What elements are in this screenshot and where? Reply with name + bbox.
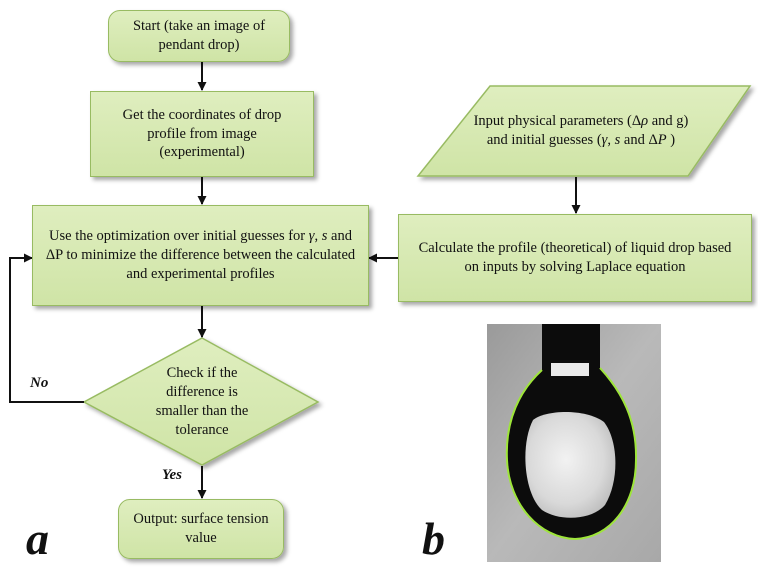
start-node-text: Start (take an image of pendant drop) (132, 18, 266, 53)
panel-label-b: b (422, 513, 445, 564)
decision-diamond-shape (82, 337, 320, 466)
input-parallelogram-shape (416, 85, 752, 177)
drop-profile-outline (505, 367, 638, 541)
decision-node: Check if the difference is smaller than … (146, 356, 258, 448)
no-edge-label: No (30, 375, 49, 391)
calculate-profile-node-text: Calculate the profile (theoretical) of l… (418, 240, 732, 275)
yes-edge-label: Yes (162, 467, 182, 483)
drop-light-region (525, 412, 616, 518)
start-node: Start (take an image of pendant drop) (108, 10, 290, 62)
needle-highlight (551, 363, 589, 376)
output-node: Output: surface tension value (118, 499, 284, 559)
optimization-node: Use the optimization over initial guesse… (32, 205, 369, 306)
arrow-no-loop-back (9, 253, 84, 403)
input-parameters-node: Input physical parameters (Δρ and g) and… (470, 94, 692, 168)
pendant-drop-photo (487, 324, 661, 562)
optimization-node-text: Use the optimization over initial guesse… (45, 228, 356, 282)
input-parameters-node-text: Input physical parameters (Δρ and g) and… (473, 113, 689, 148)
decision-node-text: Check if the difference is smaller than … (155, 365, 249, 438)
panel-label-a: a (26, 513, 49, 564)
get-coordinates-node: Get the coordinates of drop profile from… (90, 91, 314, 177)
get-coordinates-node-text: Get the coordinates of drop profile from… (122, 106, 282, 161)
output-node-text: Output: surface tension value (133, 511, 269, 546)
calculate-profile-node: Calculate the profile (theoretical) of l… (398, 214, 752, 302)
